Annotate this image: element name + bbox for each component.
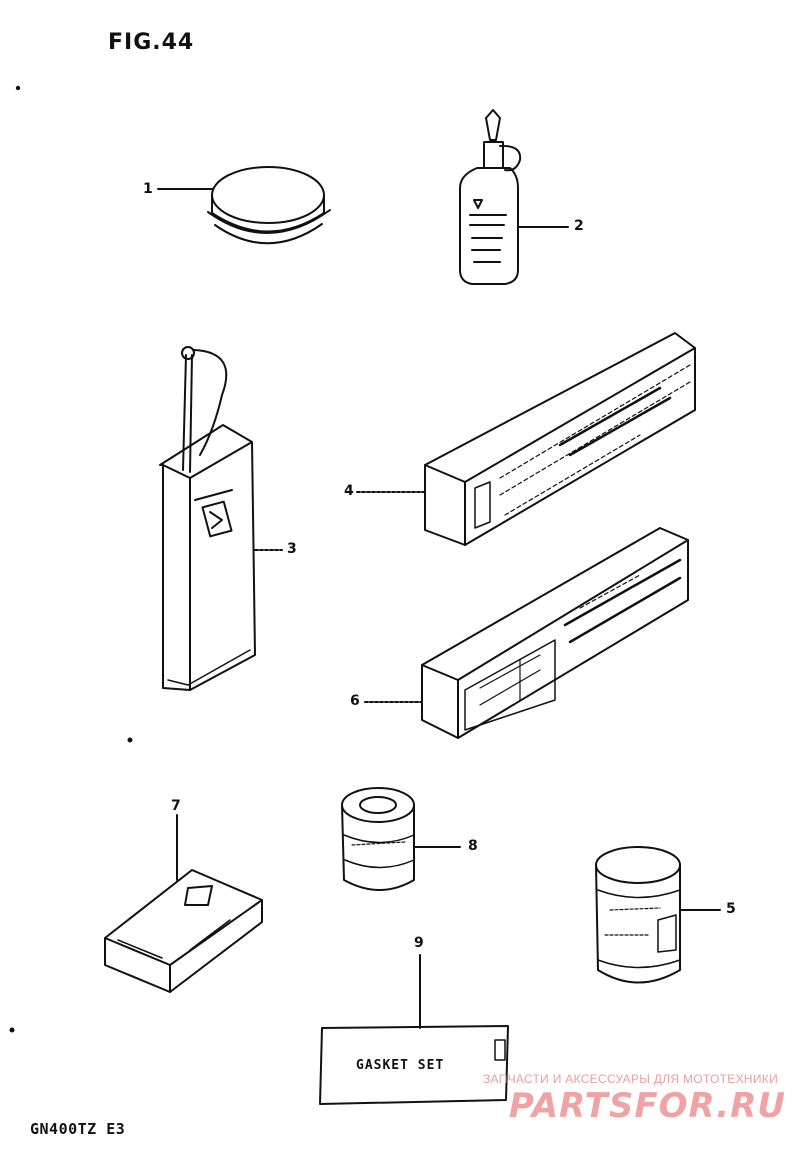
part-5-tin xyxy=(595,846,681,984)
part-9-gasket-envelope xyxy=(319,1025,509,1105)
callout-1: 1 xyxy=(143,181,153,197)
gasket-set-label: GASKET SET xyxy=(356,1058,445,1073)
callout-5: 5 xyxy=(726,901,736,917)
callout-2: 2 xyxy=(574,218,584,234)
part-3-can xyxy=(159,346,256,691)
speck xyxy=(15,85,21,91)
part-4-box xyxy=(424,332,696,546)
part-2-bottle xyxy=(459,109,522,285)
watermark-logo: PARTSFOR.RU xyxy=(508,1086,786,1126)
callout-7: 7 xyxy=(171,798,181,814)
part-7-case xyxy=(104,869,263,993)
speck xyxy=(127,737,133,743)
callout-8: 8 xyxy=(468,838,478,854)
watermark-tagline: ЗАПЧАСТИ И АКСЕССУАРЫ ДЛЯ МОТОТЕХНИКИ xyxy=(482,1072,778,1086)
callout-3: 3 xyxy=(287,541,297,557)
speck xyxy=(9,1027,15,1033)
callout-6: 6 xyxy=(350,693,360,709)
part-8-tin xyxy=(341,787,415,891)
figure-title: FIG.44 xyxy=(108,30,195,55)
part-6-box xyxy=(421,527,689,739)
callout-4: 4 xyxy=(344,483,354,499)
part-1-lid xyxy=(207,166,331,245)
callout-9: 9 xyxy=(414,935,424,951)
model-code: GN400TZ E3 xyxy=(30,1120,126,1138)
